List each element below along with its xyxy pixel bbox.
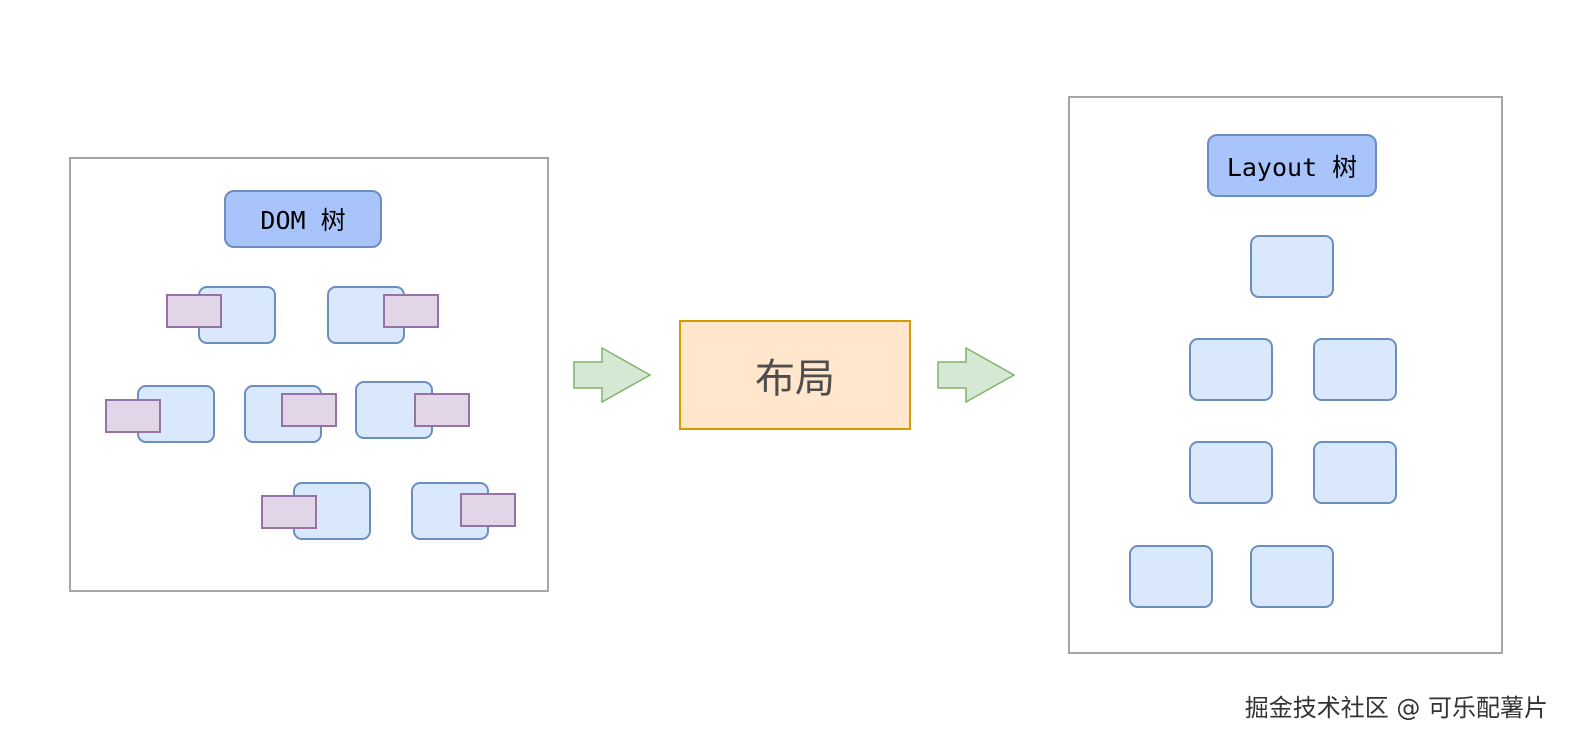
style-tag <box>261 495 317 529</box>
style-tag <box>105 399 161 433</box>
layout-node <box>1250 235 1334 298</box>
layout-process-label: 布局 <box>755 356 835 402</box>
layout-node <box>1129 545 1213 608</box>
right-arrow-icon <box>937 346 1016 404</box>
layout-node <box>1313 441 1397 504</box>
dom-tree-root-label: DOM 树 <box>260 206 346 235</box>
watermark: 掘金技术社区 @ 可乐配薯片 <box>1244 694 1548 722</box>
style-tag <box>166 294 222 328</box>
layout-process-box: 布局 <box>679 320 911 430</box>
dom-tree-root-node: DOM 树 <box>224 190 382 248</box>
style-tag <box>281 393 337 427</box>
layout-node <box>1313 338 1397 401</box>
layout-node <box>1250 545 1334 608</box>
right-arrow-icon <box>573 346 652 404</box>
layout-node <box>1189 338 1273 401</box>
layout-node <box>1189 441 1273 504</box>
layout-tree-root-label: Layout 树 <box>1226 152 1358 182</box>
style-tag <box>383 294 439 328</box>
style-tag <box>460 493 516 527</box>
layout-tree-root-node: Layout 树 <box>1207 134 1377 197</box>
style-tag <box>414 393 470 427</box>
